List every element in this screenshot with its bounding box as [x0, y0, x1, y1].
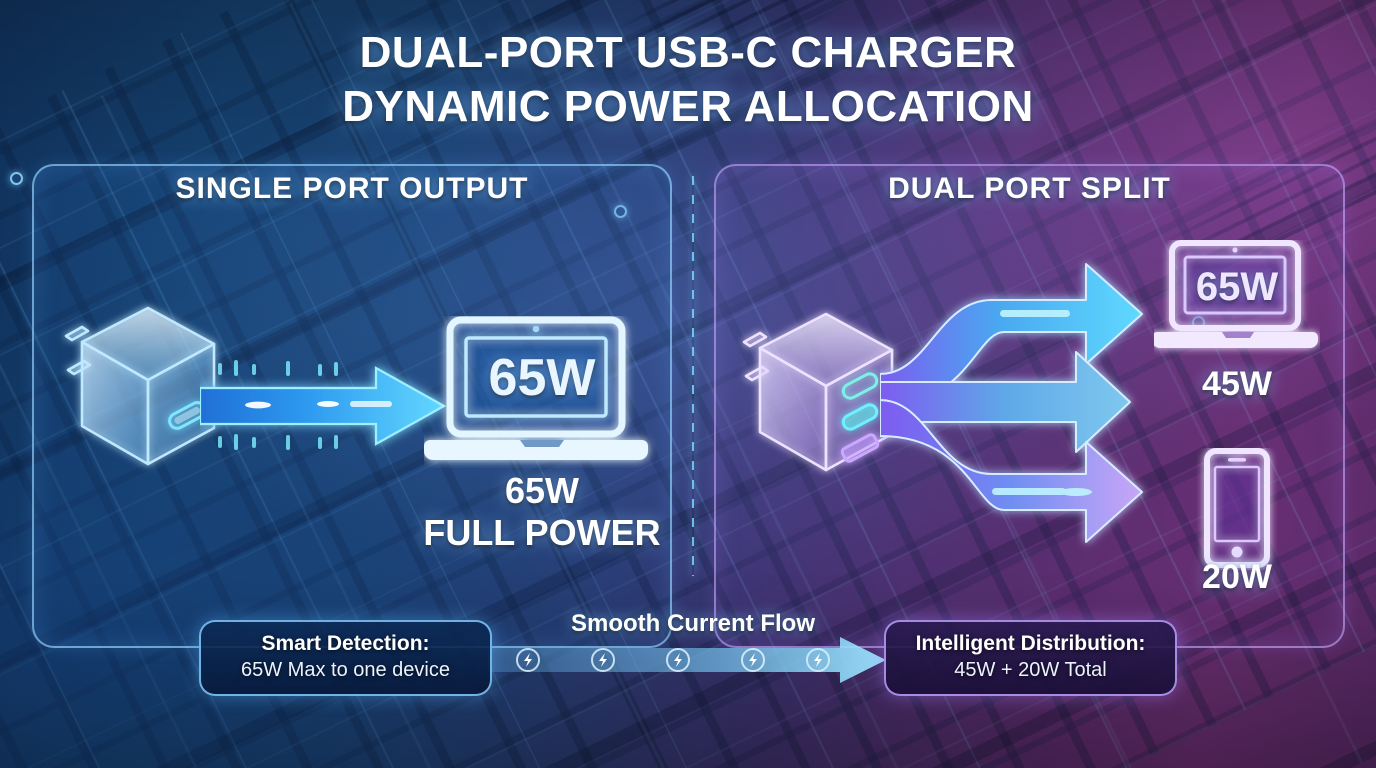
phone-device-icon [1204, 448, 1270, 568]
usb-a-port-icon [840, 433, 880, 463]
usb-c-port-icon [841, 372, 879, 400]
left-device-power-caption: FULL POWER [423, 512, 661, 553]
laptop-device-icon-right [1154, 240, 1318, 348]
flow-label: Smooth Current Flow [571, 610, 815, 637]
panel-right-heading: DUAL PORT SPLIT [888, 172, 1171, 205]
left-device-power-value: 65W [504, 470, 580, 511]
circuit-node-icon [614, 205, 627, 218]
caption-left-title: Smart Detection: [261, 632, 430, 655]
power-split-arrows-icon [880, 263, 1143, 543]
page-title: DUAL-PORT USB-C CHARGER DYNAMIC POWER AL… [0, 26, 1376, 134]
caption-right-title: Intelligent Distribution: [915, 632, 1146, 655]
circuit-node-icon [10, 172, 23, 185]
laptop-screen-wattage: 65W [488, 349, 596, 407]
lightning-bolt-icon-group [516, 648, 830, 672]
usb-c-port-icon [841, 403, 879, 431]
left-device-power-label: 65W FULL POWER [410, 470, 674, 554]
power-flow-arrow-icon [200, 360, 447, 450]
right-phone-power-label: 20W [1202, 558, 1272, 596]
dual-port-charger-icon [742, 312, 894, 472]
panel-left-heading: SINGLE PORT OUTPUT [175, 172, 529, 205]
title-line-1: DUAL-PORT USB-C CHARGER [359, 28, 1017, 77]
title-line-2: DYNAMIC POWER ALLOCATION [342, 82, 1034, 131]
caption-left-subtitle: 65W Max to one device [241, 659, 450, 681]
caption-intelligent-distribution: Intelligent Distribution: 45W + 20W Tota… [884, 620, 1177, 696]
panel-divider [692, 176, 694, 576]
caption-smart-detection: Smart Detection: 65W Max to one device [199, 620, 492, 696]
laptop-device-icon [424, 316, 648, 460]
right-laptop-screen-wattage: 65W [1195, 265, 1279, 309]
caption-right-subtitle: 45W + 20W Total [954, 659, 1107, 681]
right-laptop-power-label: 45W [1202, 365, 1272, 403]
smooth-current-flow-arrow [488, 637, 886, 683]
